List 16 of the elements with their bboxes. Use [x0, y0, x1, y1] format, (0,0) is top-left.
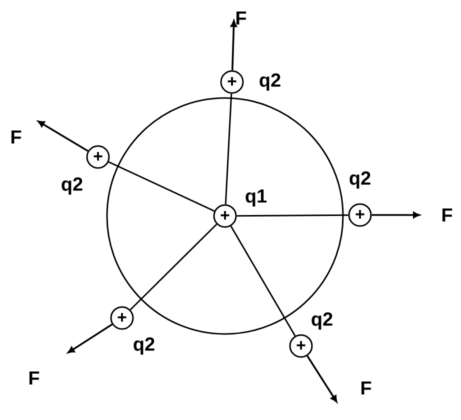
charge-label: q2 [350, 171, 370, 189]
charge-label: q1 [246, 190, 267, 206]
line [108, 161, 215, 212]
force-label: F [442, 208, 452, 222]
charge-label: q2 [134, 337, 154, 355]
force-label: F [29, 371, 40, 385]
line [224, 94, 232, 204]
line [130, 224, 218, 310]
charge-label: q2 [312, 312, 332, 330]
force-label: F [236, 11, 246, 25]
line [230, 226, 296, 336]
charge-label: q2 [260, 73, 280, 91]
charge-label: q2 [62, 177, 82, 195]
line [236, 214, 348, 217]
force-label: F [361, 381, 372, 395]
force-label: F [11, 130, 22, 144]
